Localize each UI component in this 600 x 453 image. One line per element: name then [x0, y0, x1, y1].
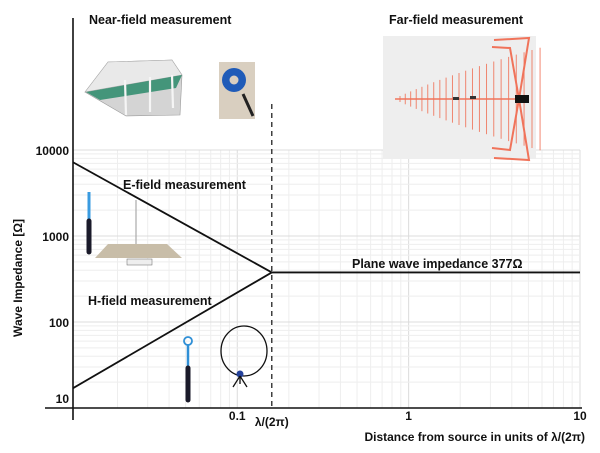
plane-wave-label: Plane wave impedance 377Ω	[352, 257, 523, 271]
x-tick-label: λ/(2π)	[255, 415, 289, 429]
h-field-probe-image	[183, 336, 193, 403]
y-axis-label: Wave Impedance [Ω]	[11, 219, 25, 337]
tem-cell-image	[84, 59, 183, 117]
x-tick-label: 10	[573, 409, 587, 423]
grid	[73, 149, 581, 409]
x-tick-label: 1	[405, 409, 412, 423]
x-axis-label: Distance from source in units of λ/(2π)	[364, 430, 585, 444]
y-tick-label: 100	[49, 316, 69, 330]
near-field-heading: Near-field measurement	[89, 13, 232, 27]
x-tick-labels: 0.1 λ/(2π) 1 10	[229, 409, 587, 429]
y-tick-label: 10000	[36, 144, 70, 158]
h-field-label: H-field measurement	[88, 294, 212, 308]
series-line-h-field	[72, 271, 273, 389]
series-lines	[72, 161, 580, 389]
monopole-antenna-image	[95, 200, 182, 266]
loop-antenna-image	[220, 325, 268, 388]
series-line-e-field	[72, 161, 273, 274]
x-tick-label: 0.1	[229, 409, 246, 423]
y-tick-labels: 10000 1000 100 10	[36, 144, 70, 406]
log-periodic-antenna-image	[383, 36, 541, 162]
y-tick-label: 1000	[42, 230, 69, 244]
current-clamp-image	[219, 62, 255, 119]
y-tick-label: 10	[56, 392, 70, 406]
e-field-label: E-field measurement	[123, 178, 247, 192]
far-field-heading: Far-field measurement	[389, 13, 524, 27]
